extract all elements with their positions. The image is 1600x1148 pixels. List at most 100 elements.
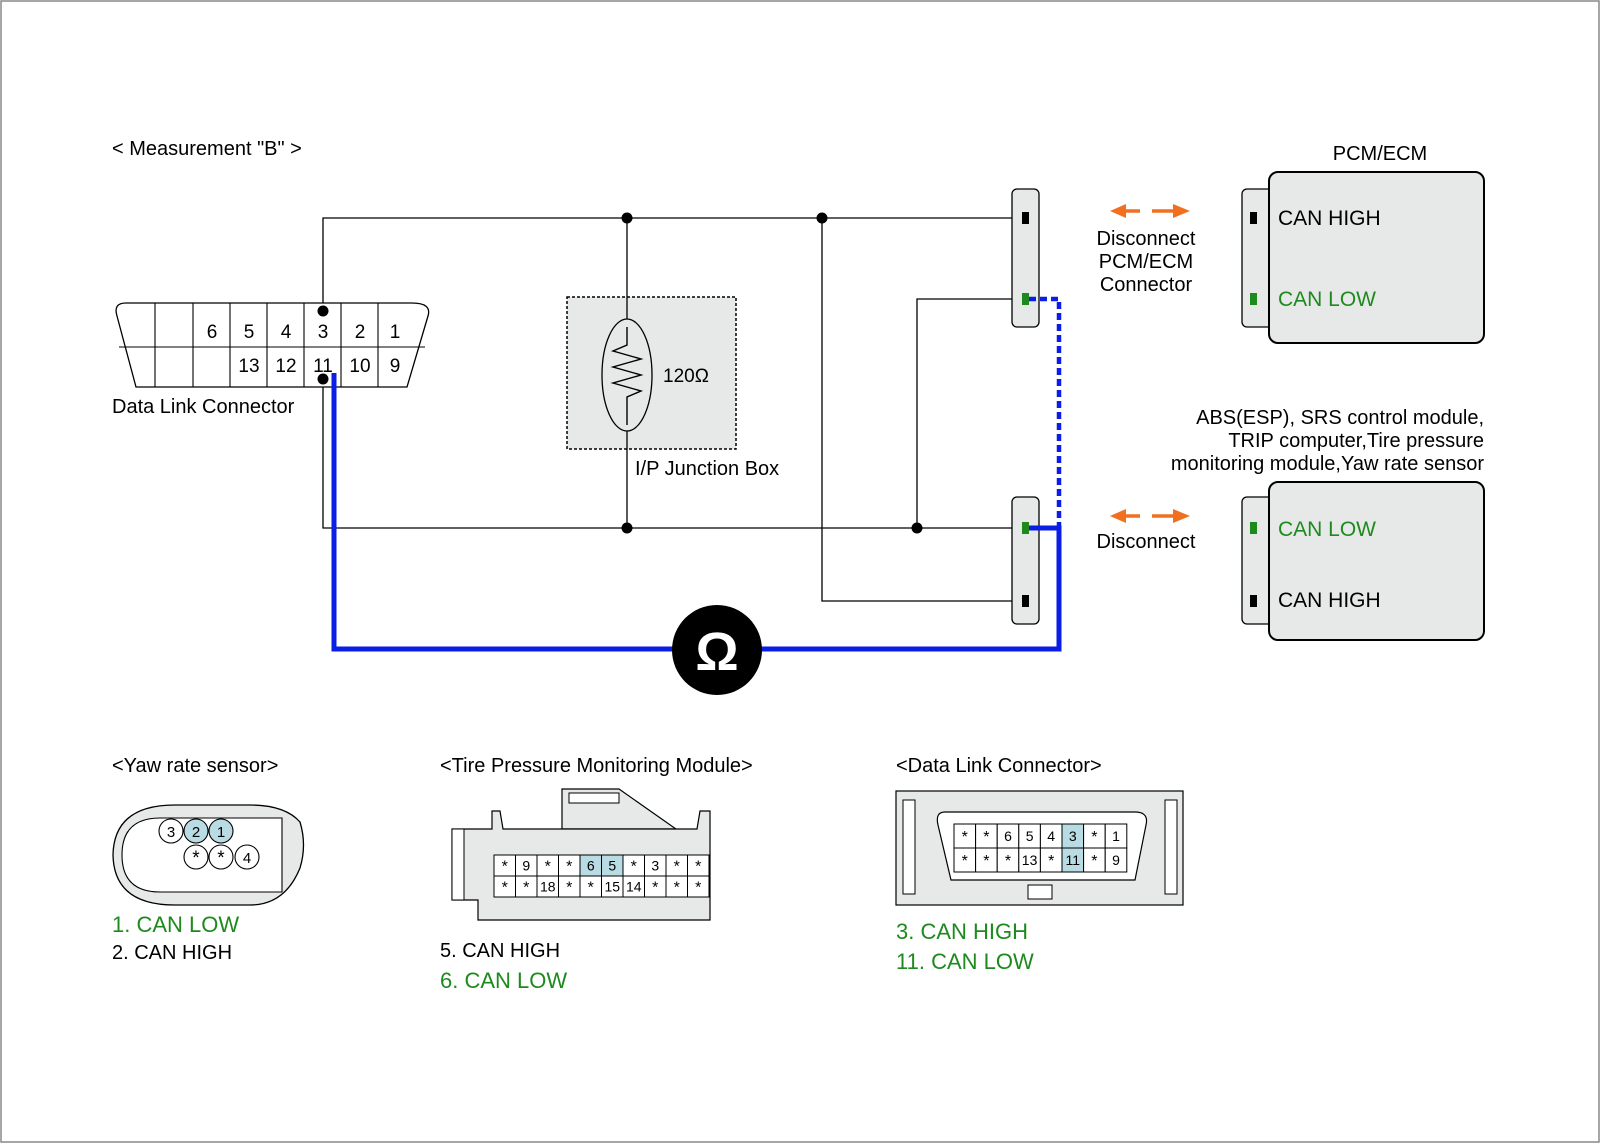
pin-terminal [1250, 212, 1257, 224]
tpms-legend-can-high: 5. CAN HIGH [440, 940, 560, 962]
dlc-pin-label: 5 [244, 322, 255, 343]
junction-dots [621, 212, 923, 534]
resistor-icon [610, 327, 644, 425]
yaw-pin [158, 818, 184, 844]
ip-junction-box: 120Ω [566, 296, 737, 450]
ohmmeter-probe: Ω [331, 296, 1062, 695]
yaw-pin-label: * [192, 848, 200, 869]
yaw-legend-can-low: 1. CAN LOW [112, 912, 239, 937]
pin-label: 5 [608, 858, 616, 874]
dlc-pin-label: 3 [318, 322, 329, 343]
pin-label: * [1091, 829, 1097, 846]
junction-dot [621, 212, 633, 224]
pin-label: 13 [1022, 852, 1038, 868]
pin-label: 4 [1047, 828, 1055, 844]
pin-label: 3 [651, 858, 659, 874]
wire-to-module-can-high [821, 218, 1014, 602]
wiring [322, 217, 1014, 602]
yaw-pin [234, 844, 260, 870]
tpms-title: <Tire Pressure Monitoring Module> [440, 755, 753, 777]
pcm-box [1268, 171, 1485, 344]
control-modules: CAN LOW CAN HIGH [1241, 481, 1485, 641]
yaw-pin-label: 4 [243, 850, 251, 867]
yaw-pin-label: 2 [192, 824, 200, 841]
modules-title-line: monitoring module,Yaw rate sensor [1171, 453, 1484, 475]
yaw-title: <Yaw rate sensor> [112, 755, 278, 777]
dlc-pin-label: 4 [281, 322, 292, 343]
dlc-schematic: 6 5 4 3 2 1 13 12 11 10 9 [115, 302, 430, 388]
yaw-pin-label: * [217, 848, 225, 869]
pcm-title: PCM/ECM [1333, 143, 1427, 165]
pin-label: 18 [540, 879, 556, 895]
measurement-title: < Measurement "B" > [112, 138, 302, 160]
dlc-label: Data Link Connector [112, 396, 295, 418]
yaw-pin-label: 3 [167, 824, 175, 841]
dlc-pin-label: 2 [355, 322, 366, 343]
yaw-pin [208, 844, 234, 870]
pin-label: * [962, 829, 968, 846]
pin-terminal [1022, 522, 1029, 534]
pin-label: 1 [1112, 828, 1120, 844]
pcm-harness-connector [1011, 188, 1040, 328]
wire-can-low-bottom [322, 379, 1014, 529]
pin-label: 9 [1112, 852, 1120, 868]
pcm-disconnect-line: Connector [1100, 274, 1193, 296]
pcm-connector-stub [1011, 188, 1040, 328]
dlc-pin-label: 11 [313, 356, 333, 377]
pin-label: * [674, 880, 680, 897]
pcm-disconnect-line: Disconnect [1097, 228, 1196, 250]
pin-label: * [566, 880, 572, 897]
resistor-value: 120Ω [663, 366, 709, 387]
yaw-pin-highlight [183, 818, 209, 844]
dlc-pin-label: 10 [349, 356, 370, 377]
wire-to-pcm-can-low [916, 298, 1014, 528]
pin-label: 11 [1066, 852, 1081, 868]
pin-cell [687, 875, 710, 898]
junction-box-label: I/P Junction Box [635, 458, 779, 480]
dlc-face-legend-can-high: 3. CAN HIGH [896, 919, 1028, 944]
module-box [1268, 481, 1485, 641]
junction-dot [816, 212, 828, 224]
pin-label: * [674, 859, 680, 876]
pcm-can-high-label: CAN HIGH [1278, 207, 1381, 230]
yaw-pin-label: 1 [217, 824, 225, 841]
ohm-symbol: Ω [695, 622, 738, 682]
tpms-legend-can-low: 6. CAN LOW [440, 968, 567, 993]
pin-label: 6 [587, 858, 595, 874]
pin-terminal [1022, 595, 1029, 607]
dlc-pin-label: 6 [207, 322, 218, 343]
probe-wire [331, 373, 1062, 652]
junction-dot [621, 522, 633, 534]
ohmmeter-icon [672, 605, 762, 695]
pin-label: * [1048, 853, 1054, 870]
pin-cell [1104, 847, 1128, 873]
pin-label: * [502, 880, 508, 897]
pin-label: 5 [1026, 828, 1034, 844]
yaw-pin-highlight [208, 818, 234, 844]
pin-label: * [566, 859, 572, 876]
pin-label: * [983, 853, 989, 870]
pin-label: 14 [626, 879, 642, 895]
pin-label: * [962, 853, 968, 870]
pin-label: * [631, 859, 637, 876]
pin-label: * [545, 859, 551, 876]
yaw-connector: 3 2 1 * * 4 [112, 804, 305, 906]
dlc-pin-label: 1 [390, 322, 401, 343]
dlc-pin3-dot [317, 305, 329, 317]
disconnect-arrow-modules [1110, 509, 1190, 523]
module-can-low-label: CAN LOW [1278, 518, 1376, 541]
pin-label: * [652, 880, 658, 897]
pin-label: * [502, 859, 508, 876]
pcm-can-low-label: CAN LOW [1278, 288, 1376, 311]
pin-terminal [1250, 522, 1257, 534]
wire-can-high-top [322, 217, 1014, 311]
pcm-disconnect-line: PCM/ECM [1099, 251, 1193, 273]
pin-terminal [1250, 293, 1257, 305]
modules-title-line: TRIP computer,Tire pressure [1228, 430, 1484, 452]
yaw-legend-can-high: 2. CAN HIGH [112, 942, 232, 964]
probe-wire-dashed [1029, 296, 1062, 528]
pin-label: * [983, 829, 989, 846]
